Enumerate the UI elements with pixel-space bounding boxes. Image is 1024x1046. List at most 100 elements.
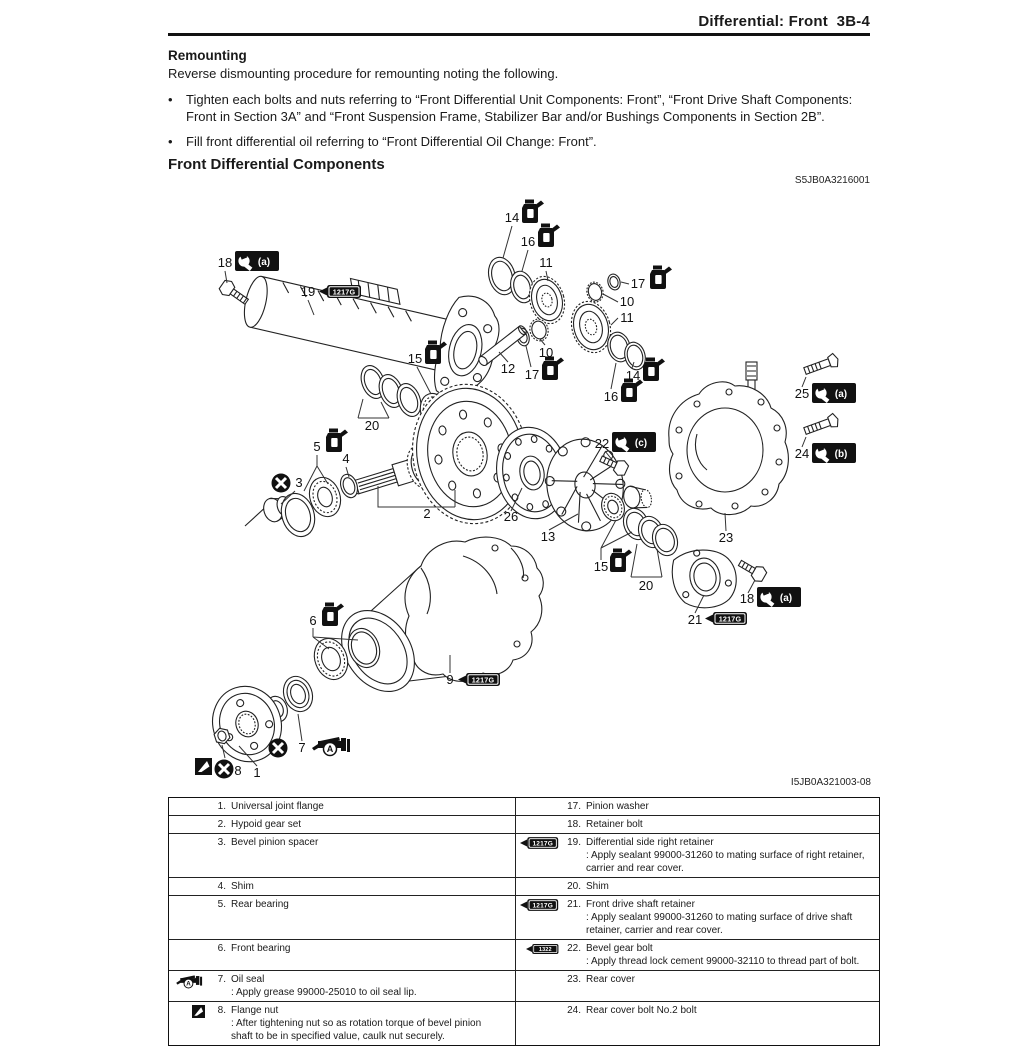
table-cell: 3. Bevel pinion spacer: [169, 834, 515, 877]
symbol-cell: [169, 800, 205, 813]
leader-lines: [221, 225, 807, 767]
callout-label-23: 23: [719, 530, 733, 545]
part-name: Bevel pinion spacer: [231, 837, 319, 848]
part-universal-joint-flange: [212, 685, 282, 763]
part-text: Universal joint flange: [231, 800, 511, 813]
table-cell: 20.Shim: [515, 878, 879, 895]
symbol-cell: [169, 942, 205, 955]
part-name: Bevel gear bolt: [586, 943, 653, 954]
apply-oil-icon: [621, 378, 643, 402]
table-cell: 18.Retainer bolt: [515, 816, 879, 833]
callout-label-22: 22: [595, 436, 609, 451]
part-name: Shim: [231, 881, 254, 892]
part-text: Rear cover: [586, 973, 875, 986]
part-number: 18.: [567, 819, 581, 830]
part-name: Pinion washer: [586, 801, 649, 812]
callout-label-18: 18: [218, 255, 232, 270]
svg-text:1217G: 1217G: [472, 675, 495, 684]
callout-label-7: 7: [298, 740, 305, 755]
callout-label-11: 11: [620, 310, 634, 325]
part-text: Bevel pinion spacer: [231, 836, 511, 849]
symbol-cell: [516, 880, 560, 893]
tightening-torque-icon: (a): [235, 251, 279, 271]
callout-label-20: 20: [639, 578, 653, 593]
part-name: Universal joint flange: [231, 801, 324, 812]
caulk-after-tightening-icon: [195, 758, 212, 775]
apply-oil-icon: [643, 357, 665, 381]
part-name: Flange nut: [231, 1005, 279, 1016]
symbol-cell: [516, 973, 560, 986]
part-note: : Apply grease 99000-25010 to oil seal l…: [231, 987, 417, 998]
table-cell: 23.Rear cover: [515, 971, 879, 1001]
callout-label-12: 12: [501, 361, 515, 376]
apply-oil-icon: [538, 223, 560, 247]
part-name: Rear cover: [586, 974, 635, 985]
part-retainer-bolt-top: [218, 279, 250, 305]
remounting-intro: Reverse dismounting procedure for remoun…: [168, 66, 559, 82]
part-oil-seal: [282, 675, 314, 713]
apply-sealant-icon: 1217G: [704, 611, 748, 626]
bullet-marker: •: [168, 134, 173, 150]
part-name: Front drive shaft retainer: [586, 899, 695, 910]
part-name: Rear cover bolt No.2 bolt: [586, 1005, 697, 1016]
callout-label-15: 15: [594, 559, 608, 574]
symbol-cell: [516, 1004, 560, 1017]
part-rear-cover: [668, 361, 789, 516]
drawing-code: S5JB0A3216001: [794, 175, 870, 186]
callout-label-2: 2: [423, 506, 430, 521]
remounting-bullets: • Tighten each bolts and nuts referring …: [168, 92, 872, 151]
part-number: 17.: [567, 801, 581, 812]
tightening-torque-icon: (a): [812, 383, 856, 403]
remounting-section: Remounting Reverse dismounting procedure…: [168, 47, 872, 160]
svg-text:A: A: [327, 744, 334, 754]
symbol-cell: [516, 800, 560, 813]
part-carrier-housing: [341, 536, 544, 692]
svg-text:(b): (b): [835, 449, 848, 460]
part-bevel-pinion-spacer: [244, 473, 359, 538]
table-cell: 2.Hypoid gear set: [169, 816, 515, 833]
apply-oil-icon: [650, 265, 672, 289]
part-pinion-washer-set: [478, 256, 646, 371]
part-bevel-gear-bolt: [599, 455, 630, 476]
apply-sealant-icon: 1217G: [318, 284, 362, 299]
part-number: 20.: [567, 881, 581, 892]
table-cell: 6.Front bearing: [169, 940, 515, 970]
components-heading: Front Differential Components: [168, 156, 385, 173]
symbol-cell: 1217G: [516, 898, 560, 937]
callout-label-25: 25: [795, 386, 809, 401]
symbol-cell: 1322: [516, 942, 560, 968]
symbol-cell: [169, 880, 205, 893]
callout-label-16: 16: [521, 234, 535, 249]
part-number: 21.: [567, 899, 581, 910]
part-flange-nut: [213, 727, 231, 745]
part-number: 7.: [217, 974, 226, 985]
sealant-icon: 1217G: [520, 899, 559, 911]
do-not-reuse-icon: [270, 472, 292, 494]
part-name: Oil seal: [231, 974, 265, 985]
svg-text:1217G: 1217G: [719, 614, 742, 623]
callout-label-9: 9: [446, 672, 453, 687]
part-text: Rear cover bolt No.2 bolt: [586, 1004, 875, 1017]
symbol-cell: [169, 898, 205, 911]
part-rear-cover-bolt: [803, 352, 839, 375]
part-number: 3.: [217, 837, 226, 848]
apply-grease-icon: A: [311, 736, 351, 757]
remounting-heading: Remounting: [168, 48, 247, 63]
callout-label-8: 8: [234, 763, 241, 778]
apply-sealant-icon: 1217G: [457, 672, 501, 687]
callout-label-14: 14: [505, 210, 519, 225]
part-text: Shim: [231, 880, 511, 893]
apply-oil-icon: [610, 548, 632, 572]
svg-text:1322: 1322: [539, 947, 552, 953]
part-text: Bevel gear bolt: Apply thread lock cemen…: [586, 942, 875, 968]
part-shims-lower: [622, 507, 679, 557]
callout-label-15: 15: [408, 351, 422, 366]
